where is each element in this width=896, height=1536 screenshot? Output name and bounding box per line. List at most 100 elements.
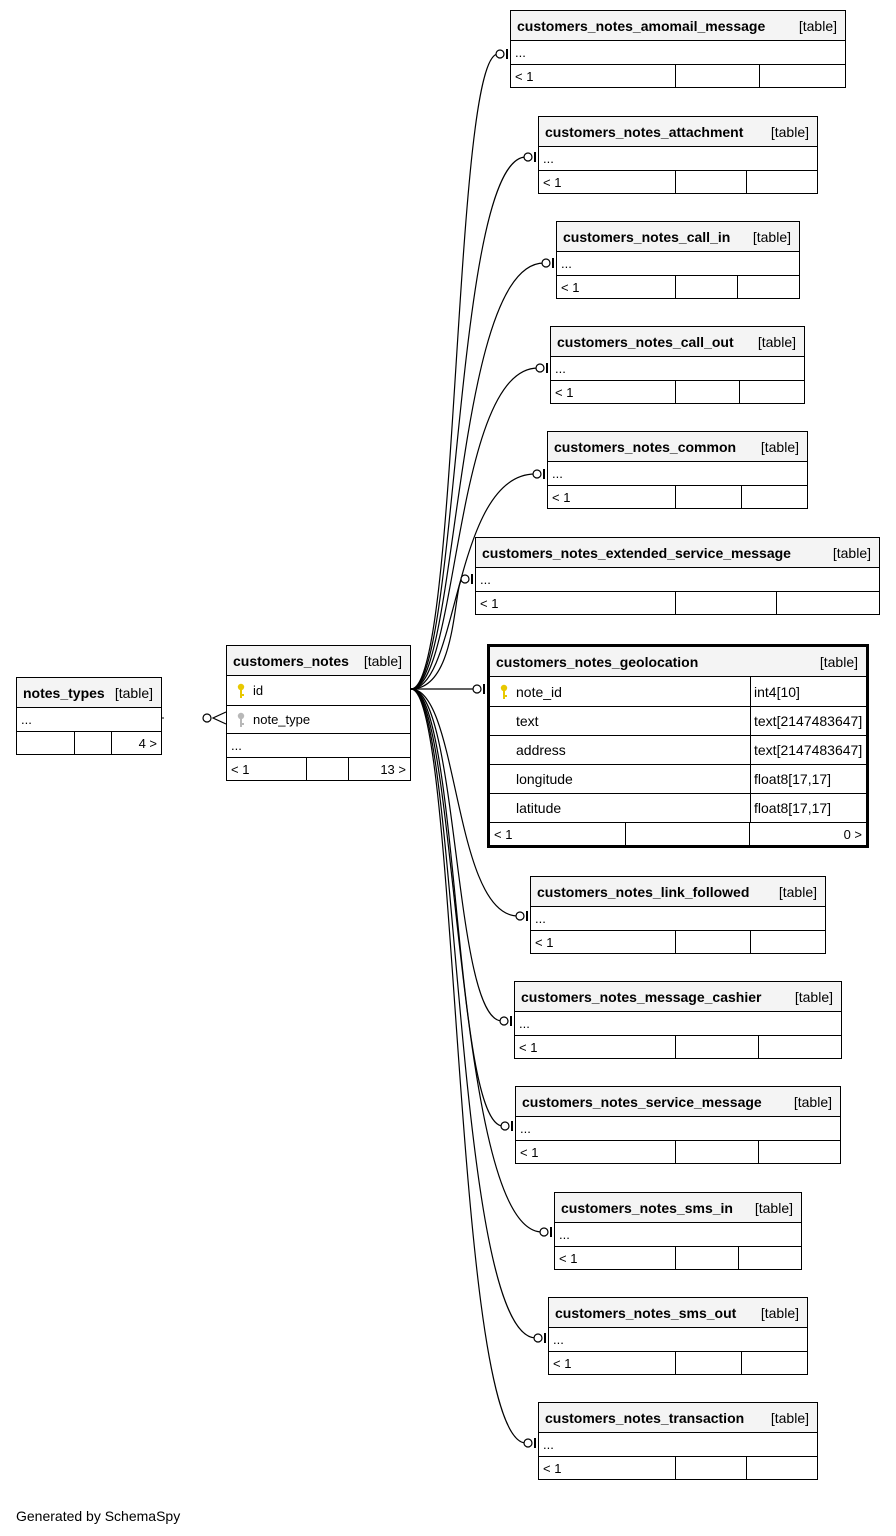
footer-cell [676, 381, 740, 403]
column-row: address text[2147483647] [490, 736, 866, 765]
footer-cell [676, 1141, 759, 1163]
table-name: customers_notes_transaction [545, 1409, 745, 1426]
optional-marker [523, 1438, 533, 1448]
table-customers-notes[interactable]: customers_notes[table] id note_type ... … [226, 645, 411, 781]
table-customers-notes-common[interactable]: customers_notes_common[table] ... < 1 [547, 431, 808, 509]
column-name: address [516, 742, 566, 758]
table-name: customers_notes_amomail_message [517, 17, 766, 34]
table-customers-notes-extended-service-message[interactable]: customers_notes_extended_service_message… [475, 537, 880, 615]
optional-marker [523, 152, 533, 162]
footer-cell [742, 486, 807, 508]
column-type: int4[10] [750, 677, 866, 706]
footer-cell [676, 1036, 759, 1058]
optional-marker [495, 49, 505, 59]
column-name: note_type [253, 712, 311, 727]
table-type: [table] [770, 123, 809, 140]
footer-cell [747, 171, 817, 193]
ellipsis-row: ... [539, 1433, 817, 1457]
table-type: [table] [819, 653, 858, 670]
ellipsis-row: ... [549, 1328, 807, 1352]
column-row: longitude float8[17,17] [490, 765, 866, 794]
optional-marker [499, 1016, 509, 1026]
relationship-line [410, 367, 539, 690]
table-customers-notes-geolocation[interactable]: customers_notes_geolocation[table] note_… [487, 644, 869, 848]
foreign-key-icon [237, 712, 245, 727]
footer-cell [75, 732, 112, 754]
optional-marker [202, 713, 212, 723]
table-type: [table] [770, 1409, 809, 1426]
column-name: note_id [516, 683, 562, 700]
table-name: customers_notes_call_in [563, 228, 731, 245]
footer-cell: < 1 [531, 931, 676, 953]
footer-cell: < 1 [476, 592, 676, 614]
ellipsis-row: ... [227, 734, 410, 758]
footer-cell: 13 > [380, 761, 406, 777]
table-customers-notes-transaction[interactable]: customers_notes_transaction [table] ... <… [538, 1402, 818, 1480]
relationship-line [410, 688, 503, 1022]
table-customers-notes-amomail-message[interactable]: customers_notes_amomail_message[table] .… [510, 10, 846, 88]
many-marker [211, 711, 227, 725]
footer-cell [747, 1457, 817, 1479]
relationship-line [410, 688, 519, 917]
footer-cell: 4 > [138, 735, 157, 751]
optional-marker [539, 1227, 549, 1237]
column-row: text text[2147483647] [490, 707, 866, 736]
table-customers-notes-call-in[interactable]: customers_notes_call_in[table] ... < 1 [556, 221, 800, 299]
footer-cell: < 1 [557, 276, 676, 298]
optional-marker [500, 1121, 510, 1131]
footer-cell [676, 171, 747, 193]
table-customers-notes-message-cashier[interactable]: customers_notes_message_cashier[table] .… [514, 981, 842, 1059]
footer-cell [676, 1457, 747, 1479]
table-customers-notes-sms-in[interactable]: customers_notes_sms_in[table] ... < 1 [554, 1192, 802, 1270]
table-name: notes_types [23, 684, 105, 701]
table-customers-notes-service-message[interactable]: customers_notes_service_message[table] .… [515, 1086, 841, 1164]
footer-cell: < 1 [539, 171, 676, 193]
relationship-line [410, 156, 527, 690]
optional-marker [515, 911, 525, 921]
footer-cell: < 1 [551, 381, 676, 403]
optional-marker [460, 574, 470, 584]
ellipsis-row: ... [516, 1117, 840, 1141]
footer-cell [739, 1247, 801, 1269]
optional-marker [532, 469, 542, 479]
table-type: [table] [794, 988, 833, 1005]
column-type: text[2147483647] [750, 707, 866, 735]
table-type: [table] [798, 17, 837, 34]
ellipsis-row: ... [551, 357, 804, 381]
footer-cell [777, 592, 879, 614]
table-customers-notes-link-followed[interactable]: customers_notes_link_followed[table] ...… [530, 876, 826, 954]
footer-cell [759, 1141, 840, 1163]
footer-cell [17, 732, 75, 754]
table-name: customers_notes_call_out [557, 333, 734, 350]
table-name: customers_notes_extended_service_message [482, 544, 791, 561]
footer-cell [626, 823, 750, 845]
relationship-line [410, 688, 504, 1127]
footer-cell: < 1 [511, 65, 676, 87]
footer-cell [307, 758, 349, 780]
footer-cell [676, 276, 738, 298]
ellipsis-row: ... [17, 708, 161, 732]
table-name: customers_notes_sms_out [555, 1304, 737, 1321]
table-type: [table] [363, 652, 402, 669]
optional-marker [533, 1333, 543, 1343]
footer-cell: < 1 [539, 1457, 676, 1479]
footer-cell [751, 931, 825, 953]
ellipsis-row: ... [555, 1223, 801, 1247]
table-type: [table] [757, 333, 796, 350]
footer-cell [676, 486, 742, 508]
table-notes-types[interactable]: notes_types[table] ... 4 > [16, 677, 162, 755]
table-customers-notes-attachment[interactable]: customers_notes_attachment[table] ... < … [538, 116, 818, 194]
column-name: latitude [516, 800, 562, 816]
table-name: customers_notes [233, 652, 349, 669]
ellipsis-row: ... [515, 1012, 841, 1036]
table-customers-notes-sms-out[interactable]: customers_notes_sms_out[table] ... < 1 [548, 1297, 808, 1375]
table-customers-notes-call-out[interactable]: customers_notes_call_out [table] ... < 1 [550, 326, 805, 404]
footer-cell [738, 276, 799, 298]
footer-cell [676, 65, 760, 87]
footer-cell [760, 65, 845, 87]
ellipsis-row: ... [557, 252, 799, 276]
footer-cell: < 1 [516, 1141, 676, 1163]
column-row: id [227, 676, 410, 706]
primary-key-icon [237, 683, 245, 698]
